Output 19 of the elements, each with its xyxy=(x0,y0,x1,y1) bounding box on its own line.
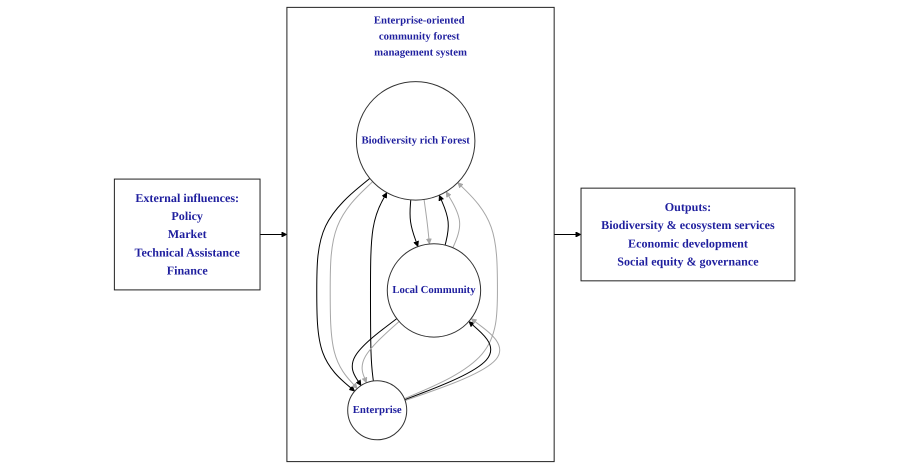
arrow xyxy=(409,200,419,247)
arrow xyxy=(446,191,460,248)
arrow xyxy=(438,194,449,246)
node-circle xyxy=(356,81,476,201)
arrow xyxy=(370,192,387,382)
arrow xyxy=(260,232,288,238)
cluster xyxy=(286,6,555,462)
node-box xyxy=(114,178,260,290)
node-box xyxy=(580,188,796,282)
arrow xyxy=(423,199,432,244)
arrow xyxy=(352,318,397,386)
arrow xyxy=(554,232,582,238)
arrow xyxy=(330,181,373,389)
node-circle xyxy=(386,243,481,338)
node-circle xyxy=(347,380,408,440)
arrow xyxy=(404,182,498,400)
arrow xyxy=(316,178,370,392)
diagram: Enterprise-oriented community forest management system Biodiversity rich Forest Local Community Enterprise External influences: Policy Market Technical Assistance Finance Outputs: Biodiversity & ecosystem services Economic development Social equity & governance xyxy=(108,2,800,467)
arrow xyxy=(361,321,400,384)
